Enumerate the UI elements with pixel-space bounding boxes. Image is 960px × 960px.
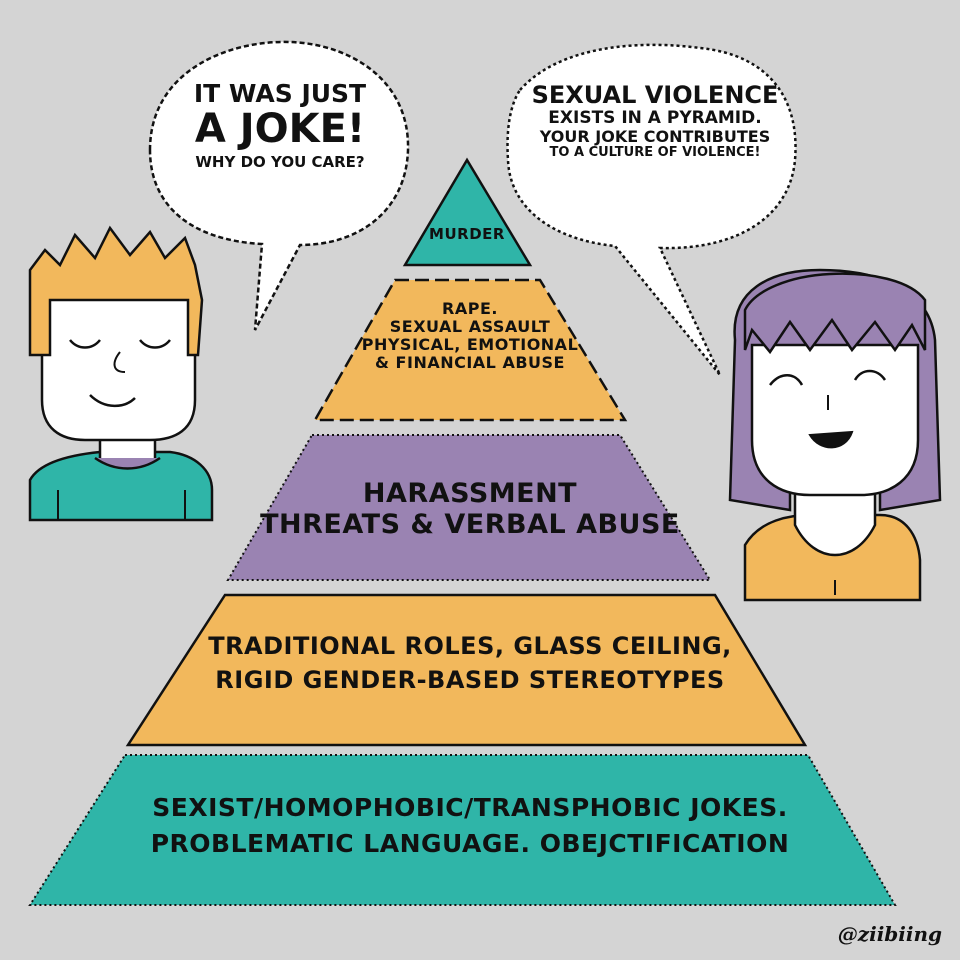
speech-bubble-right [506, 43, 797, 376]
pyramid-tier-rape [312, 278, 628, 422]
speech-right-text: SEXUAL VIOLENCE EXISTS IN A PYRAMID. YOU… [525, 82, 785, 160]
artist-credit: @ziibiing [837, 922, 942, 946]
speech-left-line3: WHY DO YOU CARE? [195, 153, 365, 171]
pyramid-tier-traditional-roles [125, 593, 808, 747]
tier-traditional-roles-label: TRADITIONAL ROLES, GLASS CEILING, RIGID … [170, 630, 770, 697]
speech-left-text: IT WAS JUST A JOKE! WHY DO YOU CARE? [185, 80, 375, 171]
tier-rape-label: RAPE. SEXUAL ASSAULT PHYSICAL, EMOTIONAL… [345, 300, 595, 372]
tier-harassment-line2: THREATS & VERBAL ABUSE [260, 509, 680, 541]
tier-jokes-line1: SEXIST/HOMOPHOBIC/TRANSPHOBIC JOKES. [152, 793, 788, 822]
speech-bubble-left [148, 40, 410, 331]
tier-murder-line: MURDER [429, 225, 505, 243]
tier-harassment-label: HARASSMENT THREATS & VERBAL ABUSE [260, 478, 680, 540]
tier-rape-line1: RAPE. [442, 299, 498, 318]
tier-jokes-line2: PROBLEMATIC LANGUAGE. OBEJCTIFICATION [150, 829, 790, 859]
speech-right-line4: TO A CULTURE OF VIOLENCE! [549, 144, 761, 160]
speech-left-line1: IT WAS JUST [193, 79, 367, 108]
speech-left-line2: A JOKE! [194, 106, 366, 152]
girl-character-icon [728, 268, 942, 602]
tier-rape-line3: PHYSICAL, EMOTIONAL [361, 334, 579, 354]
pyramid [28, 157, 897, 906]
tier-jokes-label: SEXIST/HOMOPHOBIC/TRANSPHOBIC JOKES. PRO… [110, 790, 830, 863]
tier-rape-line2: SEXUAL ASSAULT [389, 316, 551, 336]
tier-rape-line4: & FINANCIAL ABUSE [375, 352, 565, 372]
tier-traditional-line2: RIGID GENDER-BASED STEREOTYPES [215, 665, 725, 694]
speech-right-line1: SEXUAL VIOLENCE [531, 81, 779, 109]
tier-traditional-line1: TRADITIONAL ROLES, GLASS CEILING, [208, 632, 732, 660]
speech-right-line2: EXISTS IN A PYRAMID. [548, 107, 762, 128]
speech-right-line3: YOUR JOKE CONTRIBUTES [539, 126, 771, 146]
boy-character-icon [28, 225, 214, 522]
pyramid-tier-harassment [226, 434, 712, 581]
pyramid-tier-murder [402, 157, 533, 267]
tier-harassment-line1: HARASSMENT [362, 478, 578, 509]
tier-murder-label: MURDER [417, 225, 517, 243]
pyramid-tier-jokes [28, 754, 897, 906]
